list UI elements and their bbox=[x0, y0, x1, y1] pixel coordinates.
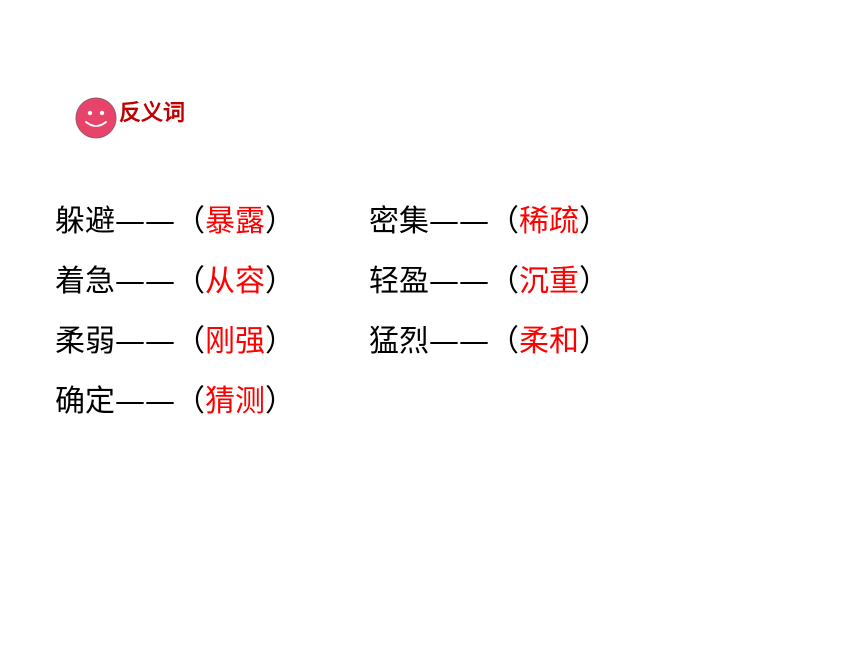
answer: 暴露 bbox=[205, 204, 265, 239]
antonym-pair: 确定——（猜测） bbox=[55, 380, 369, 440]
close-paren: ） bbox=[265, 384, 295, 419]
separator: —— bbox=[429, 204, 489, 239]
heading-title: 反义词 bbox=[119, 101, 186, 126]
separator: —— bbox=[115, 204, 175, 239]
antonym-list: 躲避——（暴露） 密集——（稀疏） 着急——（从容） 轻盈——（沉重） 柔弱——… bbox=[55, 200, 675, 440]
separator: —— bbox=[115, 264, 175, 299]
open-paren: （ bbox=[175, 204, 205, 239]
word: 躲避 bbox=[55, 204, 115, 239]
open-paren: （ bbox=[175, 324, 205, 359]
answer: 稀疏 bbox=[519, 204, 579, 239]
open-paren: （ bbox=[489, 324, 519, 359]
antonym-pair: 轻盈——（沉重） bbox=[369, 260, 675, 320]
antonym-pair: 躲避——（暴露） bbox=[55, 200, 369, 260]
answer: 从容 bbox=[205, 264, 265, 299]
open-paren: （ bbox=[489, 264, 519, 299]
answer: 柔和 bbox=[519, 324, 579, 359]
word: 密集 bbox=[369, 204, 429, 239]
answer: 沉重 bbox=[519, 264, 579, 299]
separator: —— bbox=[429, 324, 489, 359]
antonym-pair: 猛烈——（柔和） bbox=[369, 320, 675, 380]
antonym-pair: 着急——（从容） bbox=[55, 260, 369, 320]
separator: —— bbox=[115, 324, 175, 359]
close-paren: ） bbox=[265, 324, 295, 359]
open-paren: （ bbox=[175, 264, 205, 299]
close-paren: ） bbox=[265, 264, 295, 299]
close-paren: ） bbox=[579, 324, 609, 359]
open-paren: （ bbox=[175, 384, 205, 419]
close-paren: ） bbox=[579, 204, 609, 239]
separator: —— bbox=[115, 384, 175, 419]
answer: 猜测 bbox=[205, 384, 265, 419]
word: 轻盈 bbox=[369, 264, 429, 299]
open-paren: （ bbox=[489, 204, 519, 239]
smiley-face-icon bbox=[75, 97, 117, 139]
close-paren: ） bbox=[579, 264, 609, 299]
word: 确定 bbox=[55, 384, 115, 419]
antonym-pair: 柔弱——（刚强） bbox=[55, 320, 369, 380]
word: 猛烈 bbox=[369, 324, 429, 359]
close-paren: ） bbox=[265, 204, 295, 239]
word: 柔弱 bbox=[55, 324, 115, 359]
separator: —— bbox=[429, 264, 489, 299]
word: 着急 bbox=[55, 264, 115, 299]
antonym-pair: 密集——（稀疏） bbox=[369, 200, 675, 260]
section-heading: 反义词 bbox=[75, 96, 185, 140]
answer: 刚强 bbox=[205, 324, 265, 359]
